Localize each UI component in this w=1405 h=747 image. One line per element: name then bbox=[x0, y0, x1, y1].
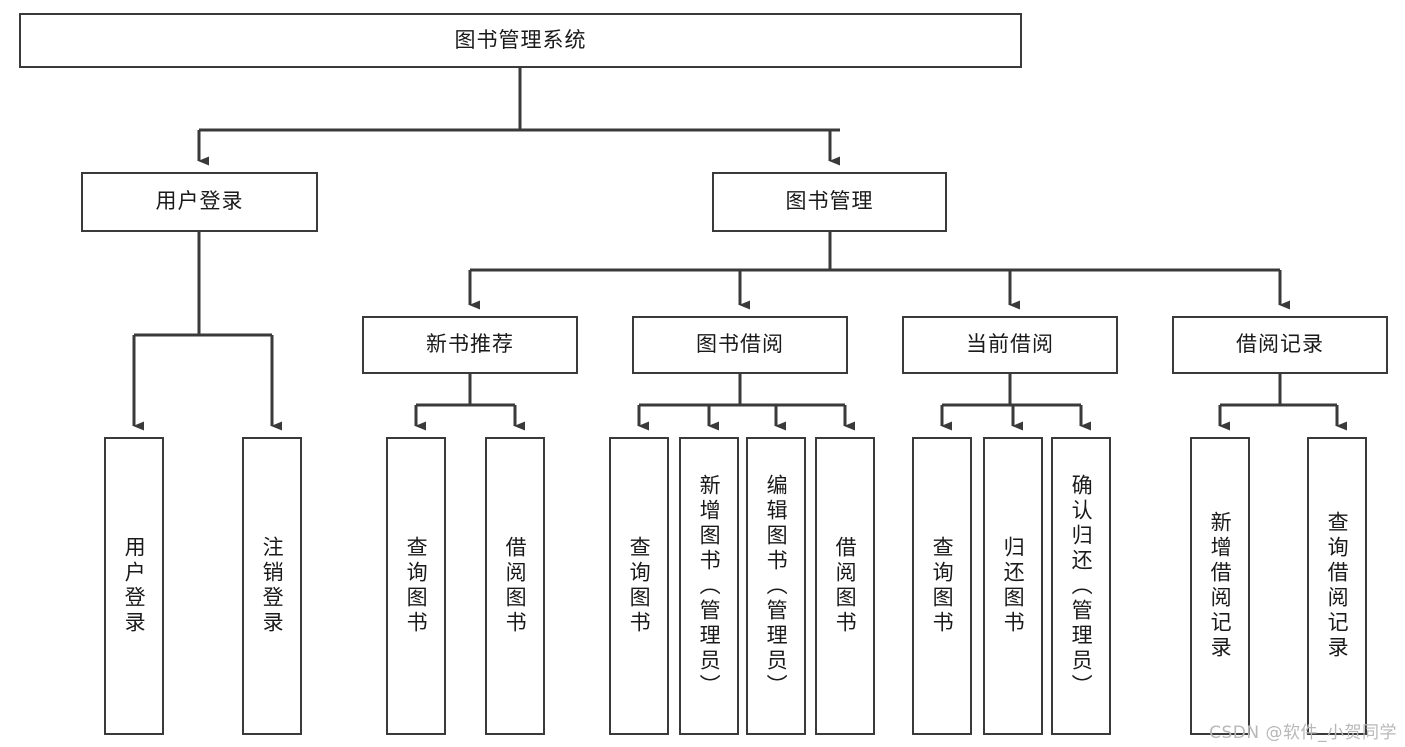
leaf-query-book-2[interactable]: 查询图书 bbox=[609, 437, 669, 735]
node-book-manage-label: 图书管理 bbox=[785, 189, 874, 214]
leaf-logout[interactable]: 注销登录 bbox=[242, 437, 302, 735]
leaf-return-book-label: 归还图书 bbox=[1001, 536, 1026, 636]
leaf-return-book[interactable]: 归还图书 bbox=[983, 437, 1043, 735]
leaf-borrow-book-2[interactable]: 借阅图书 bbox=[815, 437, 875, 735]
leaf-query-book-3[interactable]: 查询图书 bbox=[912, 437, 972, 735]
leaf-add-record-label: 新增借阅记录 bbox=[1208, 511, 1233, 661]
leaf-query-book-1-label: 查询图书 bbox=[404, 536, 429, 636]
node-book-borrow[interactable]: 图书借阅 bbox=[632, 316, 848, 374]
leaf-query-book-1[interactable]: 查询图书 bbox=[386, 437, 446, 735]
leaf-query-record[interactable]: 查询借阅记录 bbox=[1307, 437, 1367, 735]
leaf-add-record[interactable]: 新增借阅记录 bbox=[1190, 437, 1250, 735]
leaf-edit-book[interactable]: 编辑图书（管理员） bbox=[746, 437, 806, 735]
leaf-edit-book-label: 编辑图书（管理员） bbox=[764, 473, 789, 699]
node-book-manage[interactable]: 图书管理 bbox=[712, 172, 947, 232]
leaf-logout-label: 注销登录 bbox=[260, 536, 285, 636]
leaf-user-login[interactable]: 用户登录 bbox=[104, 437, 164, 735]
node-borrow-record-label: 借阅记录 bbox=[1236, 332, 1324, 357]
node-root[interactable]: 图书管理系统 bbox=[19, 13, 1022, 68]
leaf-query-book-2-label: 查询图书 bbox=[627, 536, 652, 636]
node-root-label: 图书管理系统 bbox=[454, 27, 587, 52]
node-current-borrow-label: 当前借阅 bbox=[966, 332, 1054, 357]
node-new-book-rec-label: 新书推荐 bbox=[426, 332, 514, 357]
leaf-borrow-book-1-label: 借阅图书 bbox=[503, 536, 528, 636]
node-borrow-record[interactable]: 借阅记录 bbox=[1172, 316, 1388, 374]
node-user-login-label: 用户登录 bbox=[155, 189, 244, 214]
leaf-user-login-label: 用户登录 bbox=[122, 536, 147, 636]
leaf-confirm-return-label: 确认归还（管理员） bbox=[1069, 473, 1094, 699]
node-new-book-rec[interactable]: 新书推荐 bbox=[362, 316, 578, 374]
leaf-borrow-book-2-label: 借阅图书 bbox=[833, 536, 858, 636]
node-current-borrow[interactable]: 当前借阅 bbox=[902, 316, 1118, 374]
leaf-add-book-label: 新增图书（管理员） bbox=[697, 473, 722, 699]
csdn-watermark: CSDN @软件_小贺同学 bbox=[1209, 723, 1397, 743]
node-book-borrow-label: 图书借阅 bbox=[696, 332, 784, 357]
node-user-login[interactable]: 用户登录 bbox=[81, 172, 318, 232]
leaf-borrow-book-1[interactable]: 借阅图书 bbox=[485, 437, 545, 735]
leaf-add-book[interactable]: 新增图书（管理员） bbox=[679, 437, 739, 735]
leaf-query-book-3-label: 查询图书 bbox=[930, 536, 955, 636]
leaf-confirm-return[interactable]: 确认归还（管理员） bbox=[1051, 437, 1111, 735]
leaf-query-record-label: 查询借阅记录 bbox=[1325, 511, 1350, 661]
